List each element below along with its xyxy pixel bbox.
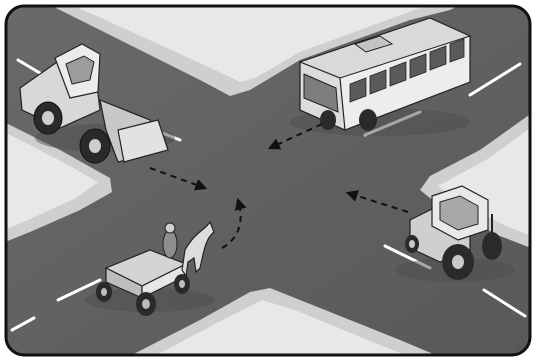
sidewalk-right [420,110,530,250]
sidewalk-left [6,120,112,244]
loader-arrow [149,167,208,191]
horse-cart-icon [85,220,215,316]
bus-icon [290,17,472,136]
sidewalk-top [40,6,470,96]
sidewalk-bottom [120,288,450,355]
bus-arrow [267,123,323,150]
movement-arrows [149,123,409,249]
tractor-icon [395,185,515,282]
cart-arrow [221,197,247,249]
wheel-loader-icon [19,43,175,164]
diagram-frame [4,4,532,357]
